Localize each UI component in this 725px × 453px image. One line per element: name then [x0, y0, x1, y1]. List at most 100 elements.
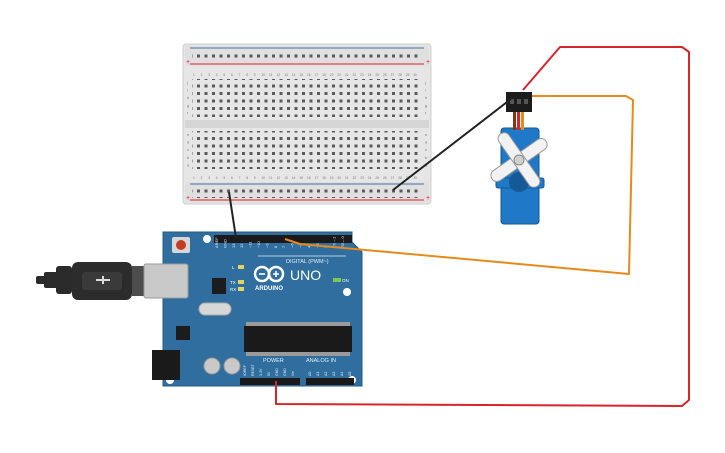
row-letter: j: [186, 80, 188, 85]
dc-power-jack[interactable]: [152, 350, 180, 380]
column-number: 8: [246, 176, 248, 180]
rail-plus-label-bottom-right: +: [426, 195, 430, 202]
digital-header-label: DIGITAL (PWM~): [286, 259, 329, 265]
digital-pin-label: 4: [306, 245, 311, 248]
row-letter: d: [187, 140, 189, 145]
column-number: 2: [201, 73, 203, 77]
column-number: 20: [337, 176, 341, 180]
column-number: 24: [368, 73, 372, 77]
column-number: 6: [231, 176, 233, 180]
column-number: 1: [193, 176, 195, 180]
column-number: 4: [216, 176, 218, 180]
column-number: 13: [284, 73, 288, 77]
analog-pin-label: A3: [332, 372, 336, 376]
atmega-chip: [244, 326, 352, 352]
power-pin-label: RESET: [251, 363, 255, 376]
column-number: 29: [406, 73, 410, 77]
digital-pin-label: 7: [281, 245, 286, 248]
rail-plus-label-right: +: [426, 59, 430, 66]
column-number: 7: [239, 73, 241, 77]
column-number: 15: [299, 176, 303, 180]
column-number: 11: [269, 73, 273, 77]
digital-pin-label: ~9: [264, 243, 269, 248]
led-rx-label: RX: [230, 287, 236, 292]
analog-pin-label: A1: [316, 372, 320, 376]
column-number: 26: [383, 73, 387, 77]
top-rail-holes[interactable]: [192, 50, 422, 62]
column-number: 17: [315, 176, 319, 180]
chip-pins-bottom: [246, 352, 350, 356]
terminal-strip-upper[interactable]: [192, 79, 422, 117]
servo-motor[interactable]: [474, 92, 565, 225]
mount-hole: [203, 235, 211, 243]
wire-black-gnd[interactable]: [228, 191, 237, 239]
column-number: 21: [345, 176, 349, 180]
column-number: 16: [307, 176, 311, 180]
wire-black-servo-gnd[interactable]: [392, 98, 512, 191]
bottom-rail-holes[interactable]: [192, 186, 422, 198]
column-number: 14: [292, 73, 296, 77]
servo-lead-orange: [521, 112, 524, 130]
column-number: 28: [398, 73, 402, 77]
column-number: 17: [315, 73, 319, 77]
usb-symbol-icon: [96, 276, 110, 284]
column-number: 25: [375, 176, 379, 180]
uno-model-label: UNO: [290, 267, 321, 283]
column-number: 27: [391, 176, 395, 180]
analog-pin-label: A5: [348, 372, 352, 376]
column-number: 23: [360, 176, 364, 180]
digital-pin-header[interactable]: [214, 235, 352, 243]
row-letter: a: [187, 162, 190, 167]
power-pin-label: Vin: [291, 371, 295, 376]
capacitor: [203, 357, 221, 375]
row-letter: h: [187, 95, 189, 100]
row-letter: c: [187, 147, 189, 152]
row-letter: e: [425, 132, 428, 137]
row-letter: g: [187, 103, 189, 108]
power-pin-header[interactable]: [240, 378, 300, 385]
digital-pin-label: 12: [239, 243, 244, 248]
analog-pin-header[interactable]: [306, 378, 354, 385]
digital-pin-label: 13: [231, 243, 236, 248]
power-pin-label: GND: [275, 368, 279, 376]
column-number: 10: [261, 73, 265, 77]
column-number: 16: [307, 73, 311, 77]
column-number: 21: [345, 73, 349, 77]
row-letter: d: [425, 140, 427, 145]
column-number: 8: [246, 73, 248, 77]
wire-red-5v[interactable]: [275, 46, 690, 407]
arduino-brand-label: ARDUINO: [255, 286, 283, 292]
column-number: 3: [208, 73, 210, 77]
servo-lead-brown: [513, 112, 516, 130]
column-number: 2: [201, 176, 203, 180]
reset-button[interactable]: [176, 240, 186, 250]
terminal-strip-lower[interactable]: [192, 131, 422, 169]
column-number: 18: [322, 73, 326, 77]
connector-pin-2: [517, 99, 521, 104]
usb-plug-icon[interactable]: [36, 262, 189, 300]
mount-hole: [343, 288, 351, 296]
infinity-logo-icon: [253, 265, 285, 283]
analog-pin-label: A0: [308, 372, 312, 376]
column-number: 5: [223, 73, 225, 77]
row-letter: f: [425, 110, 427, 115]
column-number: 18: [322, 176, 326, 180]
column-number: 30: [413, 176, 417, 180]
column-number: 14: [292, 176, 296, 180]
chip-pins-top: [246, 322, 350, 326]
capacitor: [223, 357, 241, 375]
digital-pin-label: AREF: [214, 237, 219, 248]
column-number: 12: [277, 176, 281, 180]
led-l: [238, 265, 244, 269]
led-on: [333, 278, 341, 282]
wire-orange-signal[interactable]: [284, 95, 634, 275]
column-number: 4: [216, 73, 218, 77]
digital-pin-label: GND: [222, 239, 227, 248]
column-number: 9: [254, 176, 256, 180]
row-letter: i: [425, 88, 426, 93]
